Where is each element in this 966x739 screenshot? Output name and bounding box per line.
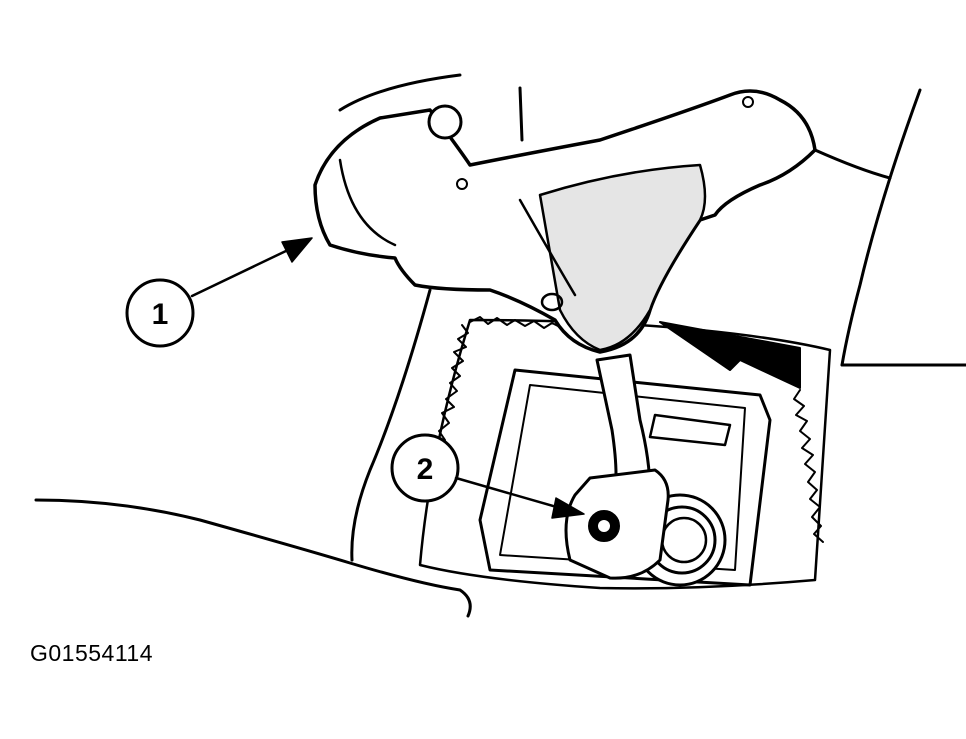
housing-knob (427, 104, 463, 140)
mechanism-inner (499, 384, 746, 571)
callout-2-arrowhead (551, 497, 585, 519)
callout-1-arrowhead (281, 237, 313, 263)
callout-1-label: 1 (152, 298, 169, 331)
housing-hole-left (456, 178, 468, 190)
console-top-curve (338, 73, 462, 112)
console-left-edge (350, 288, 432, 562)
boot-fur-right (793, 389, 824, 543)
figure-id: G01554114 (30, 640, 154, 666)
callout-2-leader (454, 476, 562, 510)
floor-contour (34, 498, 472, 618)
housing-inner-curve (338, 158, 397, 247)
boot-opening-outer (418, 318, 832, 590)
housing-tab (540, 292, 564, 312)
mechanism-frame (478, 368, 772, 587)
callout-2-label: 2 (417, 453, 434, 486)
console-right-line (813, 148, 892, 180)
housing-rib (518, 198, 577, 297)
bolt-highlight (598, 520, 610, 532)
direction-arrow (659, 321, 801, 389)
callout-2-circle (390, 433, 460, 503)
callout-1-leader (190, 248, 290, 298)
bracket-plate (648, 413, 732, 447)
housing-shade (538, 163, 707, 352)
console-right-edge (840, 88, 922, 367)
callout-1-circle (125, 278, 195, 348)
housing-hole-right (742, 96, 754, 108)
console-panel-line (518, 86, 524, 142)
